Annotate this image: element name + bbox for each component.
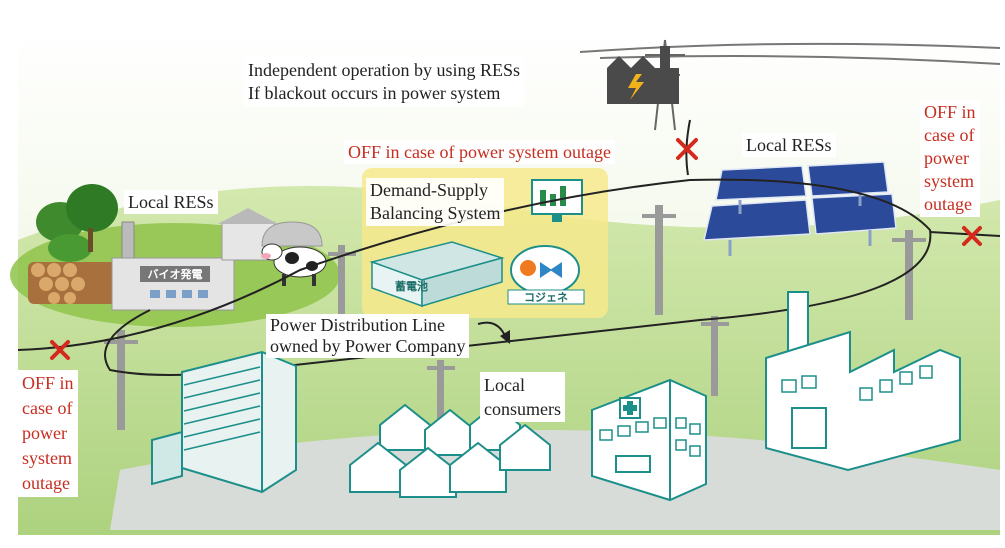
grey-road <box>110 430 1000 530</box>
local-res-label-right: Local RESs <box>742 133 836 157</box>
bio-plant-sign: バイオ発電 <box>148 267 203 281</box>
utility-poles <box>104 205 926 430</box>
cogeneration-sign: コジェネ <box>524 291 568 304</box>
off-label-right: OFF in case of power system outage <box>920 100 980 217</box>
cogeneration-unit: コジェネ <box>507 245 585 305</box>
off-label-top: OFF in case of power system outage <box>344 140 615 164</box>
off-right-line: power <box>924 148 969 168</box>
battery-storage: 蓄電池 <box>369 241 505 308</box>
local-consumers-line1: Local <box>484 375 525 395</box>
cow-icon <box>261 243 327 286</box>
off-left-line: OFF in <box>22 373 74 393</box>
apartment-building <box>151 350 297 494</box>
forest-trees <box>36 184 118 262</box>
independent-note-line2: If blackout occurs in power system <box>248 83 501 103</box>
local-consumers-line2: consumers <box>484 399 561 419</box>
transmission-line <box>579 42 1001 53</box>
hospital-building <box>591 378 707 502</box>
log-pile <box>28 262 118 304</box>
disconnect-marker-left <box>50 340 70 360</box>
local-consumers-label: Local consumers <box>480 372 565 422</box>
disconnect-marker-top <box>676 138 698 160</box>
independent-note-line1: Independent operation by using RESs <box>248 60 520 80</box>
independent-operation-note: Independent operation by using RESs If b… <box>244 58 524 106</box>
off-label-left: OFF in case of power system outage <box>18 370 78 497</box>
off-left-line: power <box>22 423 67 443</box>
factory-building <box>765 291 961 472</box>
off-left-line: outage <box>22 473 70 493</box>
off-right-line: OFF in <box>924 102 976 122</box>
battery-sign: 蓄電池 <box>395 279 428 293</box>
off-right-line: system <box>924 171 975 191</box>
demand-supply-line1: Demand-Supply <box>370 180 488 200</box>
disconnect-marker-right <box>962 226 982 246</box>
monitor-icon <box>531 179 583 222</box>
power-plant-icon <box>607 46 679 104</box>
distribution-line-line2: owned by Power Company <box>270 336 466 356</box>
demand-supply-label: Demand-Supply Balancing System <box>366 178 505 226</box>
off-right-line: case of <box>924 125 975 145</box>
off-right-line: outage <box>924 194 972 214</box>
demand-supply-line2: Balancing System <box>370 203 501 223</box>
off-left-line: case of <box>22 398 73 418</box>
distribution-line-label: Power Distribution Line owned by Power C… <box>266 314 470 358</box>
biomass-plant: バイオ発電 <box>111 221 235 311</box>
distribution-line-line1: Power Distribution Line <box>270 315 445 335</box>
off-left-line: system <box>22 448 73 468</box>
barn <box>218 208 323 261</box>
local-res-label-left: Local RESs <box>124 190 218 214</box>
